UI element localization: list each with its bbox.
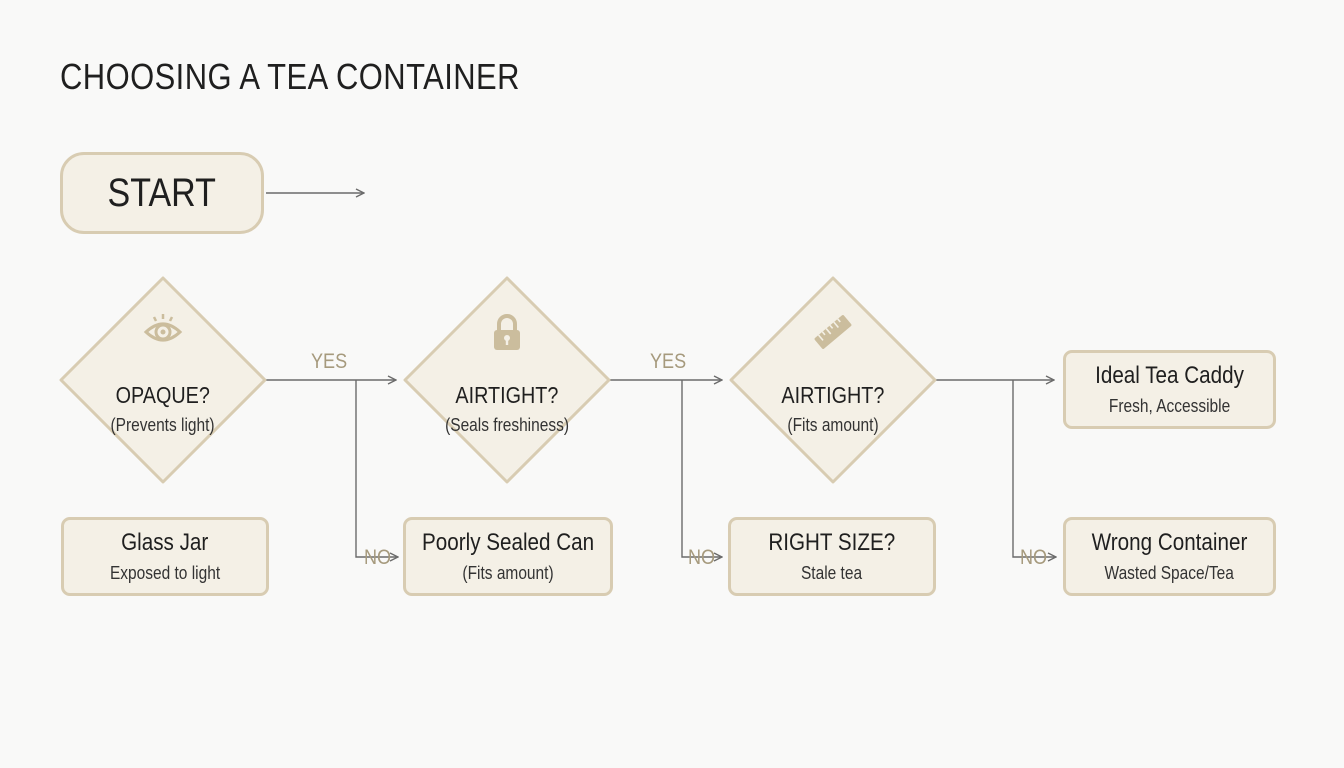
outcome-label: Poorly Sealed Can — [421, 529, 595, 556]
lock-icon — [494, 314, 520, 350]
no-arrow-3 — [1012, 380, 1056, 557]
start-node: START — [60, 152, 264, 234]
eye-icon — [143, 314, 183, 342]
decision-label: OPAQUE? — [115, 382, 211, 408]
decision-sublabel: (Prevents light) — [110, 415, 216, 435]
decision-sublabel: (Fits amount) — [787, 415, 879, 435]
outcome-sublabel: Fresh, Accessible — [1108, 396, 1231, 416]
outcome-sublabel: Wasted Space/Tea — [1104, 563, 1235, 583]
outcome-poorly-sealed-can: Poorly Sealed Can (Fits amount) — [403, 517, 613, 596]
decision-airtight: AIRTIGHT? (Seals freshiness) — [403, 276, 611, 484]
outcome-wrong-container: Wrong Container Wasted Space/Tea — [1063, 517, 1276, 596]
decision-opaque: OPAQUE? (Prevents light) — [59, 276, 267, 484]
outcome-label: Ideal Tea Caddy — [1095, 362, 1244, 389]
decision-label: AIRTIGHT? — [455, 382, 559, 408]
outcome-label: Wrong Container — [1091, 529, 1248, 556]
yes-label: YES — [311, 350, 348, 373]
no-arrow-1 — [355, 380, 398, 557]
no-label: NO — [364, 546, 392, 569]
decision-fit: AIRTIGHT? (Fits amount) — [729, 276, 937, 484]
outcome-sublabel: (Fits amount) — [462, 563, 554, 583]
outcome-label: RIGHT SIZE? — [768, 529, 896, 556]
decision-label: AIRTIGHT? — [781, 382, 885, 408]
decision-sublabel: (Seals freshiness) — [445, 415, 569, 435]
ruler-icon — [814, 315, 852, 349]
no-label: NO — [1020, 546, 1048, 569]
outcome-sublabel: Stale tea — [801, 563, 863, 583]
start-label: START — [107, 170, 217, 215]
no-arrow-2 — [681, 380, 722, 557]
outcome-right-size: RIGHT SIZE? Stale tea — [728, 517, 936, 596]
outcome-label: Glass Jar — [121, 529, 209, 556]
outcome-glass-jar: Glass Jar Exposed to light — [61, 517, 269, 596]
outcome-ideal-tea-caddy: Ideal Tea Caddy Fresh, Accessible — [1063, 350, 1276, 429]
diagram-title: CHOOSING A TEA CONTAINER — [60, 56, 520, 97]
no-label: NO — [688, 546, 716, 569]
yes-label: YES — [650, 350, 687, 373]
outcome-sublabel: Exposed to light — [109, 563, 221, 583]
